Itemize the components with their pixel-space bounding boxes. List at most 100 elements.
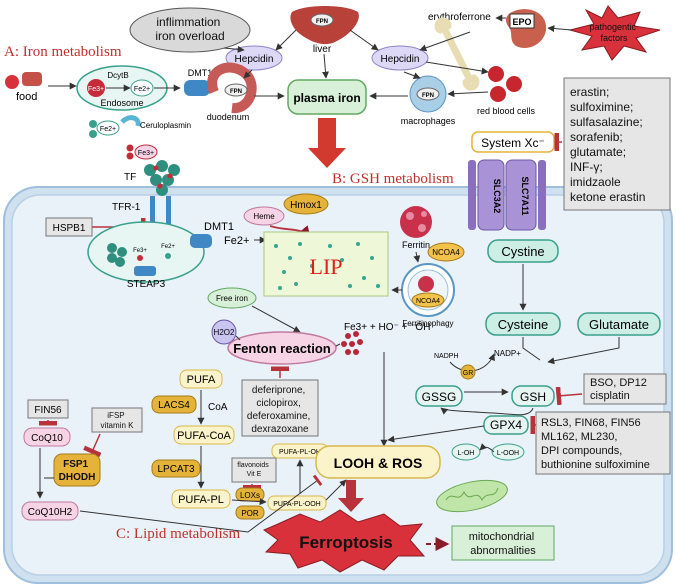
gpx4-inhibitors-text: RSL3, FIN68, FIN56 ML162, ML230, DPI com… [541, 417, 650, 471]
gpx4-label: GPX4 [490, 418, 522, 432]
heme-label: Heme [253, 212, 275, 221]
fenton-products: Fe3+ + HO⁻ + ⁻OH [344, 322, 430, 333]
strawberry-icon [5, 75, 19, 89]
glutamate-box [577, 312, 661, 336]
gpx4-inhibitors-box [535, 411, 671, 475]
cysteine-label: Cysteine [498, 317, 549, 332]
gpx4-inh-2: ML162, ML230, [541, 431, 617, 443]
arrow-inflammation-hepcidin [223, 45, 245, 53]
gsh-gpx4-arc [505, 407, 534, 416]
fenton-label: Fenton reaction [233, 341, 331, 356]
gssg-box [415, 385, 463, 407]
gpx4-inh-3: DPI compounds, [541, 445, 622, 457]
xc-inh-6: INF-γ; [570, 160, 603, 174]
free-iron-ellipse [207, 287, 257, 309]
ifsp-inhibit [83, 433, 102, 458]
coq10h2-box [21, 501, 79, 521]
arrow-ooh-looh [325, 479, 347, 501]
arrow-free-iron-fenton [251, 305, 301, 333]
coq10-label: CoQ10 [31, 433, 63, 444]
nadp-label: NADP+ [494, 349, 521, 358]
pathogenic-line1: pathogentic [589, 22, 636, 32]
mito-text: mitochondrial abnormalities [469, 531, 537, 557]
pathogenic-line2: factors [600, 33, 628, 43]
pufa-pl-oh-label: PUFA-PL-OH [279, 449, 321, 456]
l-ooh-ellipse [491, 443, 525, 461]
por-label: POR [241, 509, 259, 518]
pufa-label: PUFA [187, 374, 216, 386]
lpcat3-box [151, 459, 201, 478]
cysteine-box [485, 312, 561, 336]
endosome-tf-complex [107, 243, 127, 267]
plasma-iron-label: plasma iron [293, 91, 360, 105]
tf-label: TF [124, 172, 136, 183]
flavonoids-line2: Vit E [247, 471, 262, 478]
big-red-arrow [308, 118, 346, 168]
inflammation-label: inflimmation iron overload [155, 15, 224, 43]
fenton-ellipse [227, 331, 337, 365]
slc3a2-shape [477, 159, 505, 231]
lpcat3-label: LPCAT3 [157, 464, 194, 475]
inflammation-line1: inflimmation [156, 15, 220, 29]
glutamate-label: Glutamate [589, 317, 649, 332]
duodenum-fpn-badge [224, 83, 248, 97]
gssg-label: GSSG [422, 390, 457, 404]
fsp1-box [53, 453, 101, 487]
rbc-3 [490, 86, 506, 102]
tfr1-stalk-right [166, 196, 171, 224]
arrow-liver-plasma [321, 53, 329, 79]
gpx4-inh-1: RSL3, FIN68, FIN56 [541, 417, 641, 429]
epo-label: EPO [512, 17, 531, 27]
ncoa4-inner-ellipse [411, 292, 445, 308]
l-oh-ellipse [451, 443, 481, 461]
chelators-text: deferiprone, ciclopirox, deferoxamine, d… [247, 385, 313, 435]
arrow-looh-loh [479, 443, 495, 453]
ifsp-text: iFSP vitamin K [101, 411, 135, 430]
fsp1-line1: FSP1 [63, 459, 88, 470]
xc-inh-1: erastin; [570, 85, 609, 99]
arrow-liver-hepcidin-left [275, 29, 297, 51]
h2o2-bubble [211, 319, 237, 345]
red-arrow-looh-ferroptosis [338, 480, 364, 512]
bso-inhibit [555, 386, 583, 406]
coq10-box [23, 427, 71, 447]
arrow-hepcidin-rbc [425, 61, 489, 75]
mito-line2: abnormalities [470, 545, 536, 557]
loxs-label: LOXs [240, 491, 260, 500]
coq10h2-inhibit-line [79, 474, 323, 533]
pufa-box [179, 369, 223, 389]
duodenum-fpn-label: FPN [230, 89, 242, 95]
cerulo-dot-4 [126, 152, 134, 160]
fe3-cerulo-label: Fe3+ [138, 150, 154, 157]
gr-label: GR [463, 370, 474, 377]
rbc-2 [506, 76, 522, 92]
pufa-pl-box [171, 489, 231, 509]
endosome-fe3-label: Fe3+ [133, 248, 147, 254]
dcytb-label: DcytB [107, 71, 128, 80]
hepcidin-right-ellipse [371, 45, 429, 71]
lip-label: LIP [310, 254, 343, 279]
arrow-to-gsh [522, 337, 541, 361]
pufa-coa-label: PUFA-CoA [177, 430, 231, 442]
section-iron-title: A: Iron metabolism [4, 44, 122, 60]
ferritin-shape [400, 206, 432, 238]
cell-endosome [87, 221, 205, 283]
arrow-hepcidin-macrophage [403, 71, 421, 80]
inflammation-ellipse [129, 7, 251, 53]
dmt1-top-label: DMT1 [188, 68, 213, 78]
erythroferrone-label: erythroferrone [428, 12, 491, 23]
free-iron-label: Free iron [216, 294, 248, 303]
lacs4-box [151, 395, 197, 414]
dmt1-top-shape [184, 80, 210, 96]
ncoa4-label: NCOA4 [432, 248, 460, 257]
cerulo-dot-1 [89, 120, 97, 128]
ifsp-line1: iFSP [107, 411, 124, 420]
duodenum-label: duodenum [207, 112, 250, 122]
fe2-badge-top [130, 79, 154, 97]
bso-box [583, 373, 667, 405]
ifsp-box [91, 407, 143, 433]
macrophage-fpn-label: FPN [422, 93, 434, 99]
tfr1-label: TFR-1 [112, 202, 141, 213]
chelator-4: dexrazoxane [251, 424, 309, 435]
